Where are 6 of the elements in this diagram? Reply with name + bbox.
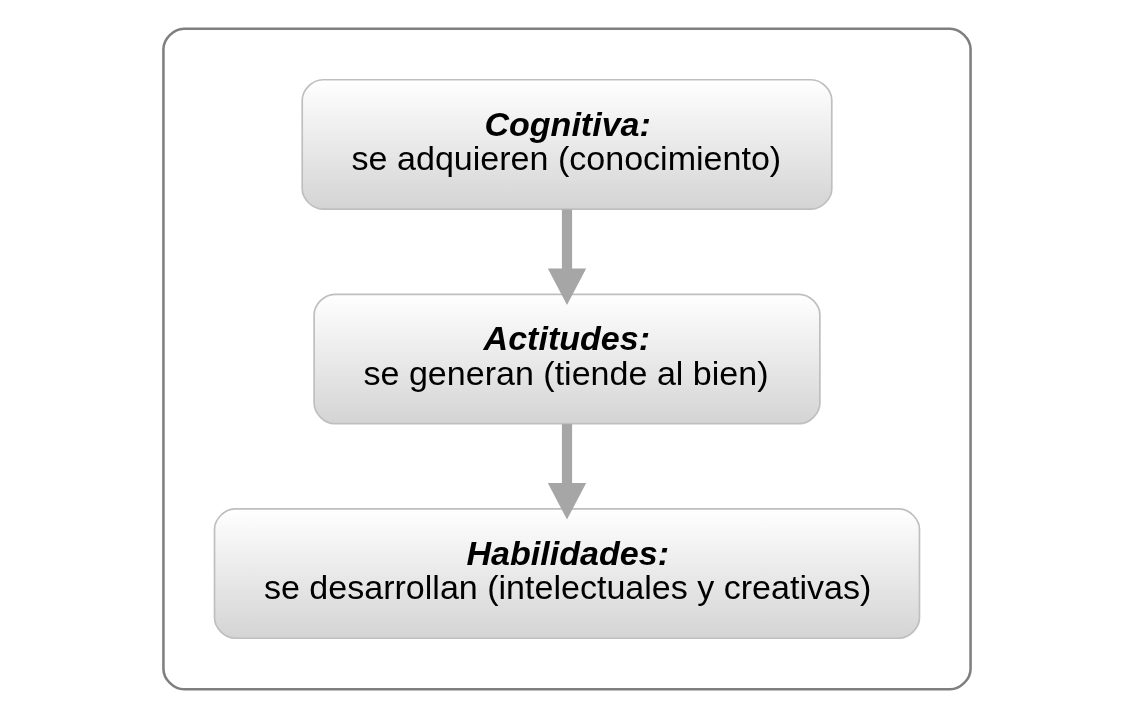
arrow — [547, 424, 587, 520]
arrow — [547, 209, 587, 305]
node-box: Habilidades: se desarrollan (intelectuales y creativas) — [213, 508, 921, 640]
cluster — [162, 27, 972, 691]
node-box: Cognitiva: se adquieren (conocimiento) — [301, 78, 833, 210]
node-box: Actitudes: se generan (tiende al bien) — [313, 293, 821, 425]
